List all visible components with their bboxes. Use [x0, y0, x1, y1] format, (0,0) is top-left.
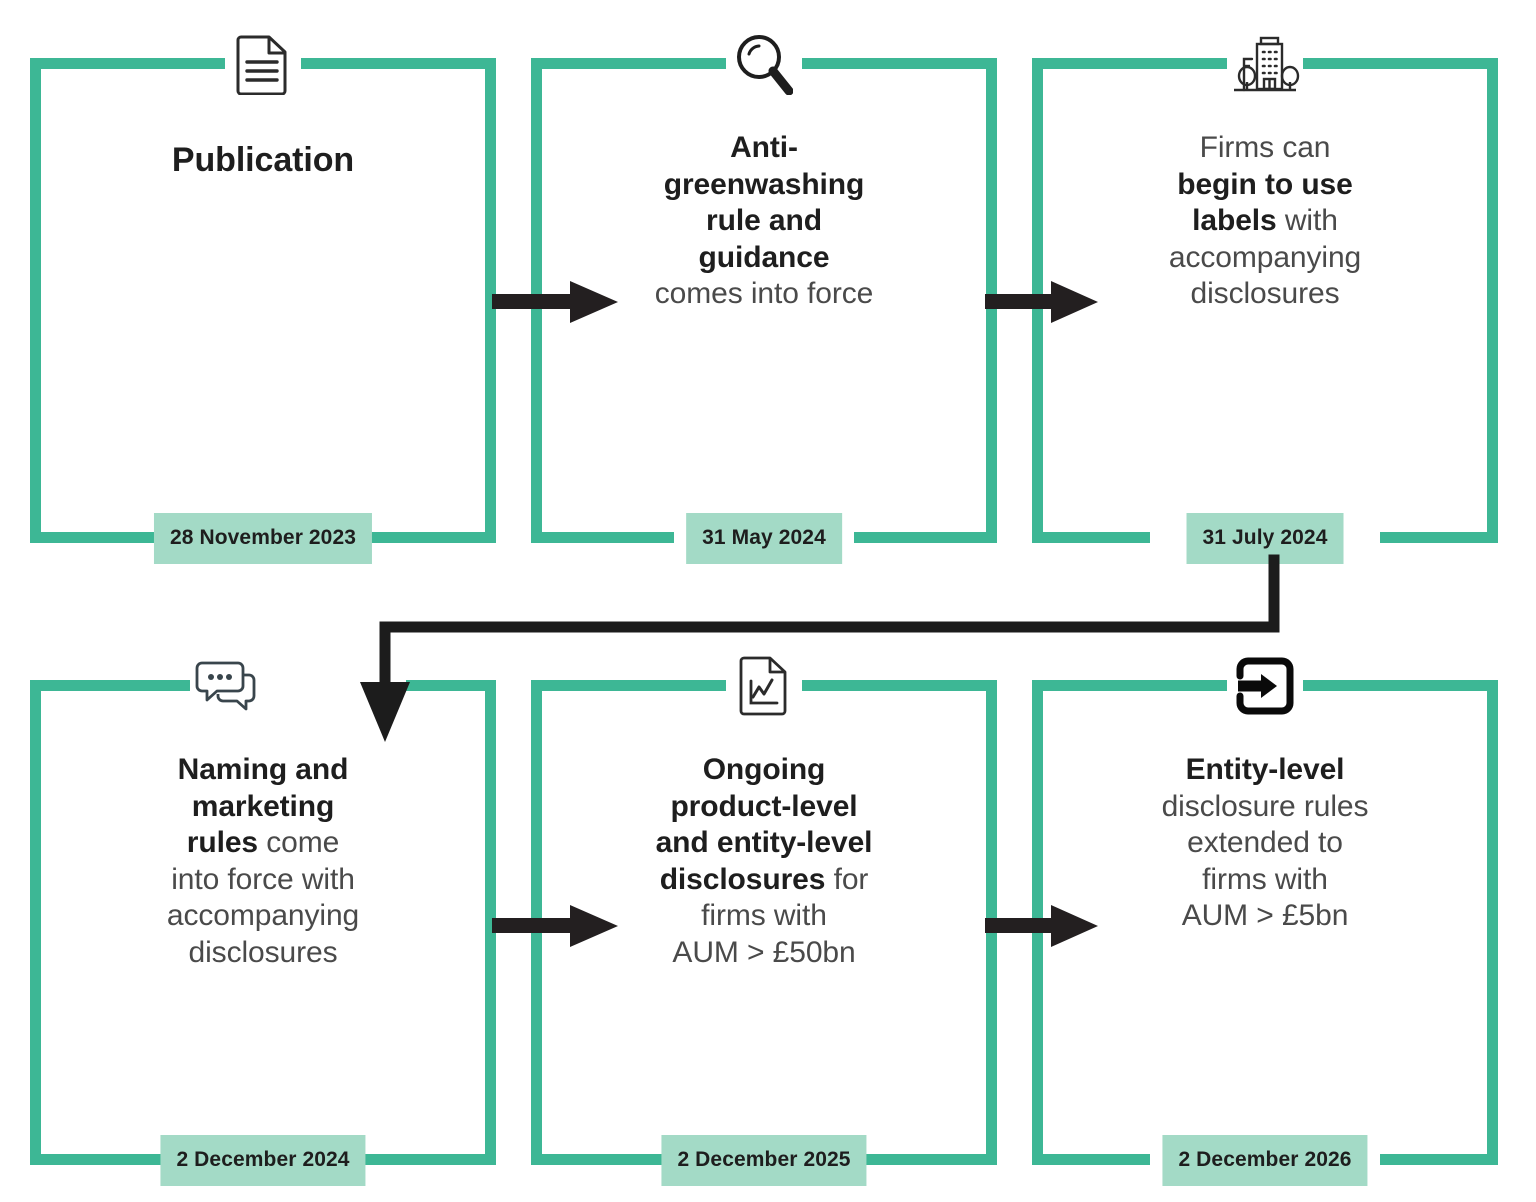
- bracket-side-right: [1487, 691, 1498, 1165]
- bracket-bottom-left: [531, 1154, 666, 1165]
- bracket-top-left: [1032, 58, 1227, 69]
- bracket-top-left: [30, 58, 225, 69]
- bracket-bottom-right: [862, 1154, 997, 1165]
- milestone-date-entity-level: 2 December 2026: [1162, 1135, 1368, 1186]
- milestone-date-naming-marketing: 2 December 2024: [160, 1135, 366, 1186]
- milestone-text-publication: Publication: [171, 141, 355, 179]
- arrow-anti-greenwashing-to-labels: [985, 276, 1098, 328]
- bracket-top-right: [301, 58, 496, 69]
- chart-document-icon: [728, 650, 800, 722]
- bracket-side-left: [30, 69, 41, 543]
- bracket-top-left: [531, 680, 726, 691]
- milestone-date-ongoing-disclosures: 2 December 2025: [661, 1135, 867, 1186]
- bracket-top-right: [1303, 58, 1498, 69]
- bracket-bottom-left: [1032, 532, 1150, 543]
- bracket-bottom-right: [361, 1154, 496, 1165]
- bracket-side-left: [30, 691, 41, 1165]
- enter-arrow-icon: [1229, 650, 1301, 722]
- bracket-bottom-right: [1380, 532, 1498, 543]
- bracket-bottom-left: [531, 532, 674, 543]
- bracket-bottom-left: [1032, 1154, 1150, 1165]
- bracket-top-right: [802, 680, 997, 691]
- bracket-bottom-left: [30, 1154, 165, 1165]
- bracket-top-left: [531, 58, 726, 69]
- bracket-side-right: [1487, 69, 1498, 543]
- arrow-ongoing-to-entity: [985, 900, 1098, 952]
- bracket-top-right: [1303, 680, 1498, 691]
- magnifier-icon: [728, 28, 800, 100]
- bracket-bottom-right: [361, 532, 496, 543]
- milestone-date-publication: 28 November 2023: [153, 513, 373, 564]
- bracket-top-right: [406, 680, 496, 691]
- document-icon: [227, 28, 299, 100]
- bracket-side-right: [485, 69, 496, 543]
- building-icon: [1229, 28, 1301, 100]
- milestone-card-publication[interactable]: Publication 28 November 2023: [30, 28, 496, 564]
- bracket-top-left: [30, 680, 225, 691]
- bracket-bottom-left: [30, 532, 165, 543]
- chat-bubbles-icon: [190, 650, 262, 722]
- bracket-bottom-right: [1380, 1154, 1498, 1165]
- bracket-top-right: [802, 58, 997, 69]
- bracket-bottom-right: [854, 532, 997, 543]
- arrow-publication-to-anti-greenwashing: [492, 276, 620, 328]
- bracket-top-left: [1032, 680, 1227, 691]
- milestone-date-labels: 31 July 2024: [1186, 513, 1344, 564]
- bracket-side-right: [485, 691, 496, 1165]
- milestone-date-anti-greenwashing: 31 May 2024: [686, 513, 842, 564]
- arrow-naming-to-ongoing: [492, 900, 620, 952]
